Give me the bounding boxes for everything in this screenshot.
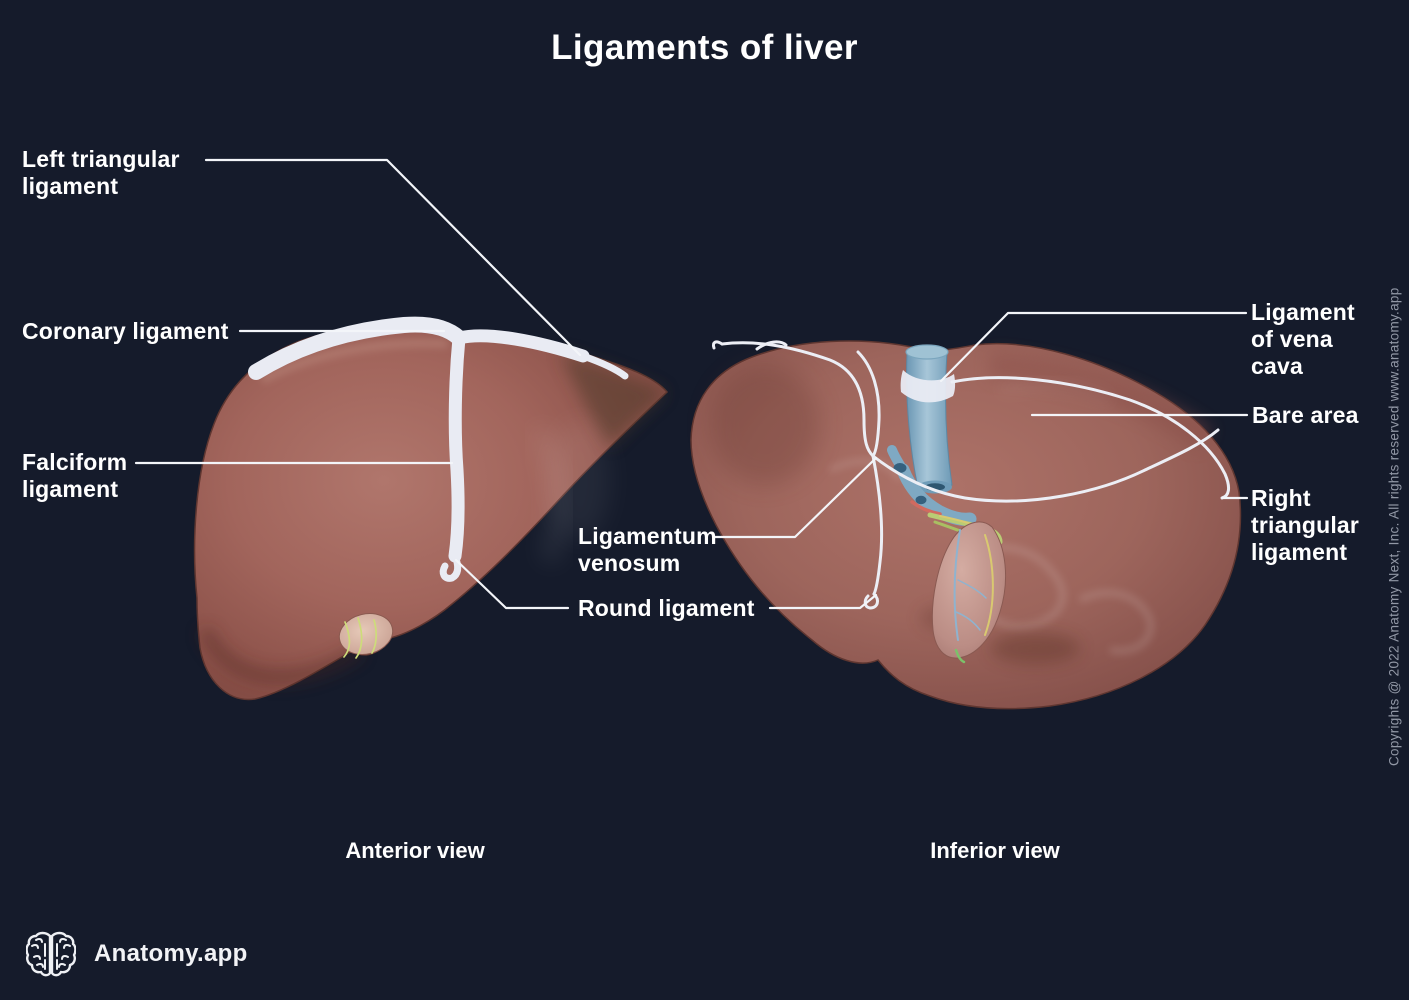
- vena-cava-ligament-band: [900, 370, 956, 403]
- label-right-triangular-ligament: Right triangular ligament: [1251, 485, 1360, 565]
- leader-left-triangular-ligament: [204, 158, 582, 357]
- gallbladder-tip-vessel: [954, 648, 966, 664]
- leader-lines: [134, 158, 1249, 610]
- round-ligament-curl-anterior: [439, 552, 462, 582]
- cystic-vein: [953, 529, 961, 641]
- trace-coronary-lower: [871, 428, 1220, 503]
- peritoneum-marbling-4: [999, 380, 1112, 404]
- gallbladder-fundus-vessels: [343, 617, 378, 659]
- label-left-triangular-ligament: Left triangular ligament: [22, 146, 180, 199]
- portal-vein: [896, 463, 977, 526]
- anterior-liver-illustration: [193, 316, 669, 701]
- falciform-ligament-band: [448, 331, 466, 563]
- inferior-dent-shadow: [990, 632, 1080, 664]
- label-ligamentum-venosum: Ligamentum venosum: [578, 523, 717, 576]
- inferior-liver-illustration: [690, 340, 1242, 710]
- trace-round-ligament: [871, 454, 884, 596]
- label-falciform-ligament: Falciform ligament: [22, 449, 128, 502]
- bare-area-shade: [989, 352, 1213, 451]
- trace-top-wisp: [755, 340, 788, 351]
- trace-round-curl: [863, 592, 879, 610]
- leader-ligament-of-vena-cava: [939, 311, 1248, 383]
- trace-venosum-groove: [856, 350, 881, 458]
- gallbladder: [931, 521, 1007, 664]
- logo-text: Anatomy.app: [94, 940, 248, 967]
- anterior-left-lobe-shadow: [560, 352, 666, 447]
- coronary-ligament-band: [248, 316, 467, 380]
- leader-round-ligament-right: [768, 593, 878, 610]
- peritoneum-marbling-2: [1078, 589, 1155, 655]
- cystic-artery: [984, 534, 994, 636]
- anterior-sheen-2: [550, 420, 610, 540]
- gallbladder-fundus: [338, 613, 394, 655]
- label-ligament-of-vena-cava: Ligament of vena cava: [1251, 299, 1355, 379]
- inferior-left-lobe-shade: [710, 365, 820, 485]
- brain-icon: [26, 931, 76, 977]
- caption-anterior-view: Anterior view: [345, 838, 485, 863]
- anterior-top-highlight: [260, 339, 449, 384]
- coronary-ligament-band-right: [452, 329, 590, 363]
- left-triangular-ligament-band: [579, 352, 629, 380]
- anterior-bottom-shadow: [199, 627, 364, 684]
- label-round-ligament: Round ligament: [578, 595, 755, 621]
- copyright-text: Copyrights @ 2022 Anatomy Next, Inc. All…: [1386, 287, 1402, 767]
- label-coronary-ligament: Coronary ligament: [22, 318, 229, 344]
- label-bare-area: Bare area: [1252, 402, 1359, 428]
- caption-inferior-view: Inferior view: [930, 838, 1060, 863]
- cystic-vein-branches: [955, 579, 987, 631]
- anatomy-app-logo: Anatomy.app: [26, 930, 248, 978]
- leader-ligamentum-venosum: [711, 456, 878, 539]
- hepatic-artery: [910, 500, 942, 516]
- page-title: Ligaments of liver: [551, 28, 858, 67]
- trace-left-curl: [712, 340, 724, 350]
- leader-round-ligament-left: [454, 558, 570, 610]
